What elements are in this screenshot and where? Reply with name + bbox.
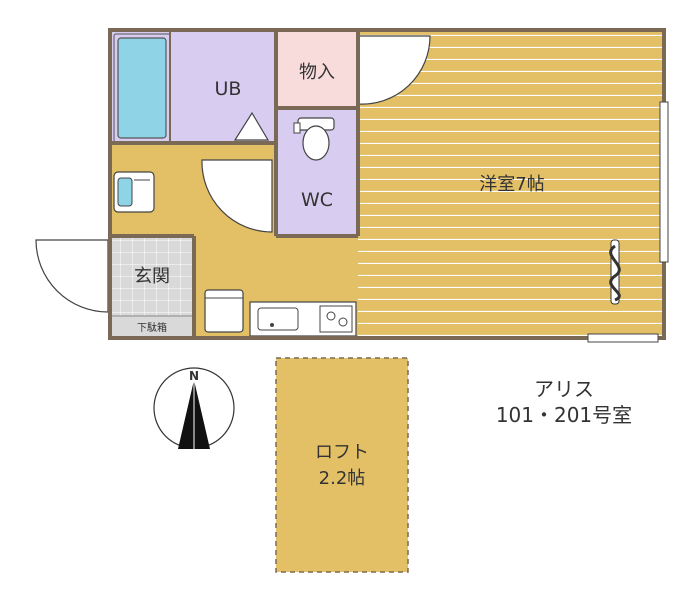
label-western-room: 洋室7帖	[479, 174, 544, 195]
label-loft-1: ロフト	[315, 442, 369, 463]
bath-sink-icon	[233, 111, 270, 141]
door-swing-bath	[201, 159, 273, 233]
loft-area	[275, 357, 409, 573]
label-entrance: 玄関	[134, 266, 170, 287]
label-ub: UB	[215, 78, 242, 100]
window-bottom	[587, 333, 659, 343]
property-units: 101・201号室	[496, 403, 632, 427]
compass-north-label: N	[189, 369, 199, 383]
window-right	[659, 101, 669, 263]
ac-unit-icon	[609, 239, 621, 305]
toilet-bowl	[302, 125, 330, 161]
label-shoebox: 下駄箱	[137, 321, 167, 334]
label-storage: 物入	[299, 62, 335, 83]
label-wc: WC	[301, 189, 333, 211]
property-name: アリス	[534, 377, 594, 401]
bathtub	[117, 37, 167, 139]
door-swing-storage	[357, 35, 431, 105]
entrance-floor	[110, 236, 194, 316]
label-loft-2: 2.2帖	[319, 468, 366, 489]
kitchen-sink	[257, 307, 299, 331]
storage-closet	[276, 30, 358, 108]
walls	[108, 28, 666, 340]
compass	[153, 367, 235, 449]
stove	[319, 305, 353, 333]
toilet-paper	[293, 122, 301, 134]
washing-machine	[204, 289, 244, 333]
door-swing-entrance	[35, 239, 109, 313]
